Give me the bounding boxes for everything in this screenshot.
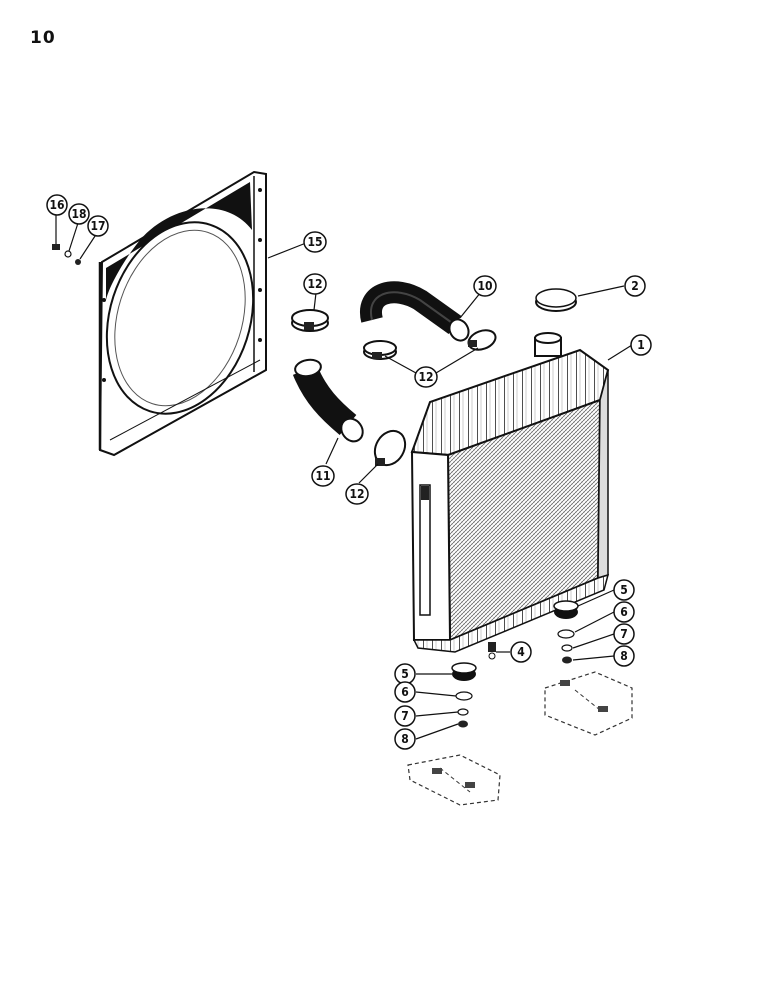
svg-text:10: 10 (477, 279, 492, 293)
svg-text:7: 7 (620, 627, 628, 641)
svg-text:16: 16 (49, 198, 64, 212)
hose-clamp (467, 329, 497, 351)
lower-radiator-hose (292, 358, 364, 443)
callout-1: 1 (630, 334, 652, 356)
svg-text:1: 1 (637, 338, 645, 352)
callout-11: 11 (311, 465, 335, 487)
svg-text:11: 11 (315, 469, 330, 483)
svg-text:4: 4 (517, 645, 525, 659)
radiator (410, 332, 610, 653)
callout-7: 7 (394, 705, 416, 727)
hose-clamp (363, 340, 397, 360)
svg-text:15: 15 (307, 235, 322, 249)
drain-cock (488, 642, 496, 660)
callout-6: 6 (394, 681, 416, 703)
page-number: 10 (30, 28, 56, 48)
svg-text:18: 18 (71, 207, 86, 221)
svg-text:6: 6 (401, 685, 409, 699)
svg-text:6: 6 (620, 605, 628, 619)
callout-8: 8 (613, 645, 635, 667)
svg-text:12: 12 (307, 277, 322, 291)
callout-10: 10 (473, 275, 497, 297)
callout-12: 12 (303, 273, 327, 295)
fan-shroud (98, 170, 267, 457)
svg-text:8: 8 (620, 649, 628, 663)
svg-text:17: 17 (90, 219, 105, 233)
leader-lines (55, 212, 633, 740)
svg-text:12: 12 (418, 370, 433, 384)
upper-radiator-hose (360, 281, 470, 342)
callout-17: 17 (87, 215, 109, 237)
mounting-bracket-left (407, 754, 501, 806)
callout-16: 16 (46, 194, 68, 216)
svg-text:8: 8 (401, 732, 409, 746)
callout-6: 6 (613, 601, 635, 623)
callout-12: 12 (414, 366, 438, 388)
callout-15: 15 (303, 231, 327, 253)
shroud-bolt-hardware (52, 244, 81, 265)
callout-7: 7 (613, 623, 635, 645)
callout-2: 2 (624, 275, 646, 297)
svg-text:7: 7 (401, 709, 409, 723)
mount-hardware-right (553, 600, 579, 664)
svg-text:2: 2 (631, 279, 639, 293)
callout-8: 8 (394, 728, 416, 750)
callout-5: 5 (613, 579, 635, 601)
mounting-bracket-right (544, 671, 633, 736)
callout-12: 12 (345, 483, 369, 505)
callout-4: 4 (510, 641, 532, 663)
svg-text:12: 12 (349, 487, 364, 501)
callout-18: 18 (68, 203, 90, 225)
radiator-cap (535, 288, 577, 312)
hose-clamp (373, 429, 407, 467)
svg-text:5: 5 (620, 583, 628, 597)
svg-text:5: 5 (401, 667, 409, 681)
mount-hardware-left (451, 662, 477, 728)
callout-5: 5 (394, 663, 416, 685)
hose-clamp (291, 309, 329, 332)
